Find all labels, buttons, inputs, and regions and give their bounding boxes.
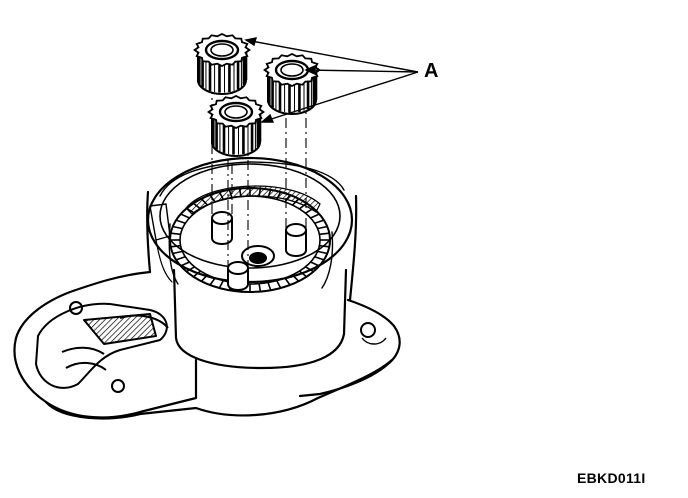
carrier-pins	[211, 211, 307, 291]
planet-gear-right	[263, 52, 321, 115]
callout-leaders	[244, 37, 419, 123]
flange-lever	[35, 301, 387, 393]
planet-gear-front	[207, 94, 265, 157]
figure-code: EBKD011I	[577, 470, 646, 486]
callout-label-a: A	[424, 60, 439, 82]
housing	[13, 156, 401, 420]
planet-gear-top	[193, 32, 251, 95]
